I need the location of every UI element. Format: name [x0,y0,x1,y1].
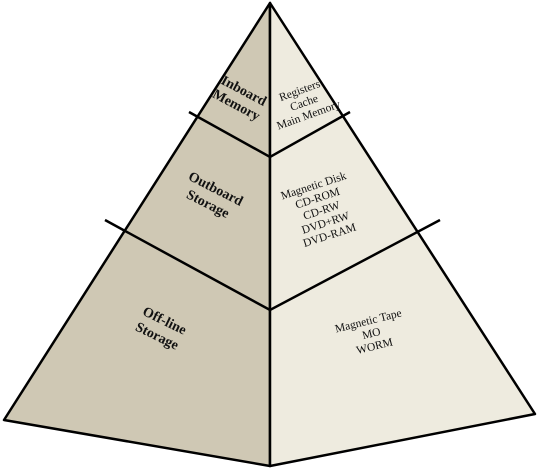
tier-item: MO [361,326,382,342]
pyramid-left-face [2,1,272,468]
tier-divider-1 [188,110,351,159]
tier-divider-2 [104,218,441,312]
